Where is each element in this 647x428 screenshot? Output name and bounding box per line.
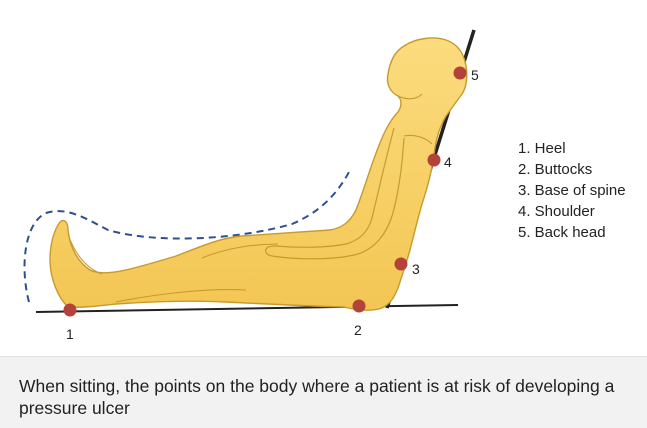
legend-item: 4. Shoulder (518, 201, 626, 222)
legend-item: 5. Back head (518, 222, 626, 243)
point-number-4: 4 (444, 154, 452, 170)
caption-bar: When sitting, the points on the body whe… (0, 356, 647, 428)
legend-item: 1. Heel (518, 138, 626, 159)
pressure-point-shoulder (428, 154, 441, 167)
pressure-point-legend: 1. Heel 2. Buttocks 3. Base of spine 4. … (518, 138, 626, 243)
diagram-frame: 1 2 3 4 5 1. Heel 2. Buttocks 3. Base of… (6, 8, 647, 354)
point-number-2: 2 (354, 322, 362, 338)
pressure-point-buttocks (353, 300, 366, 313)
point-number-3: 3 (412, 261, 420, 277)
figure-caption: When sitting, the points on the body whe… (19, 375, 639, 419)
point-number-1: 1 (66, 326, 74, 342)
legend-item: 3. Base of spine (518, 180, 626, 201)
pressure-point-back-head (454, 67, 467, 80)
pressure-point-base-of-spine (395, 258, 408, 271)
point-number-5: 5 (471, 67, 479, 83)
pressure-point-heel (64, 304, 77, 317)
legend-item: 2. Buttocks (518, 159, 626, 180)
